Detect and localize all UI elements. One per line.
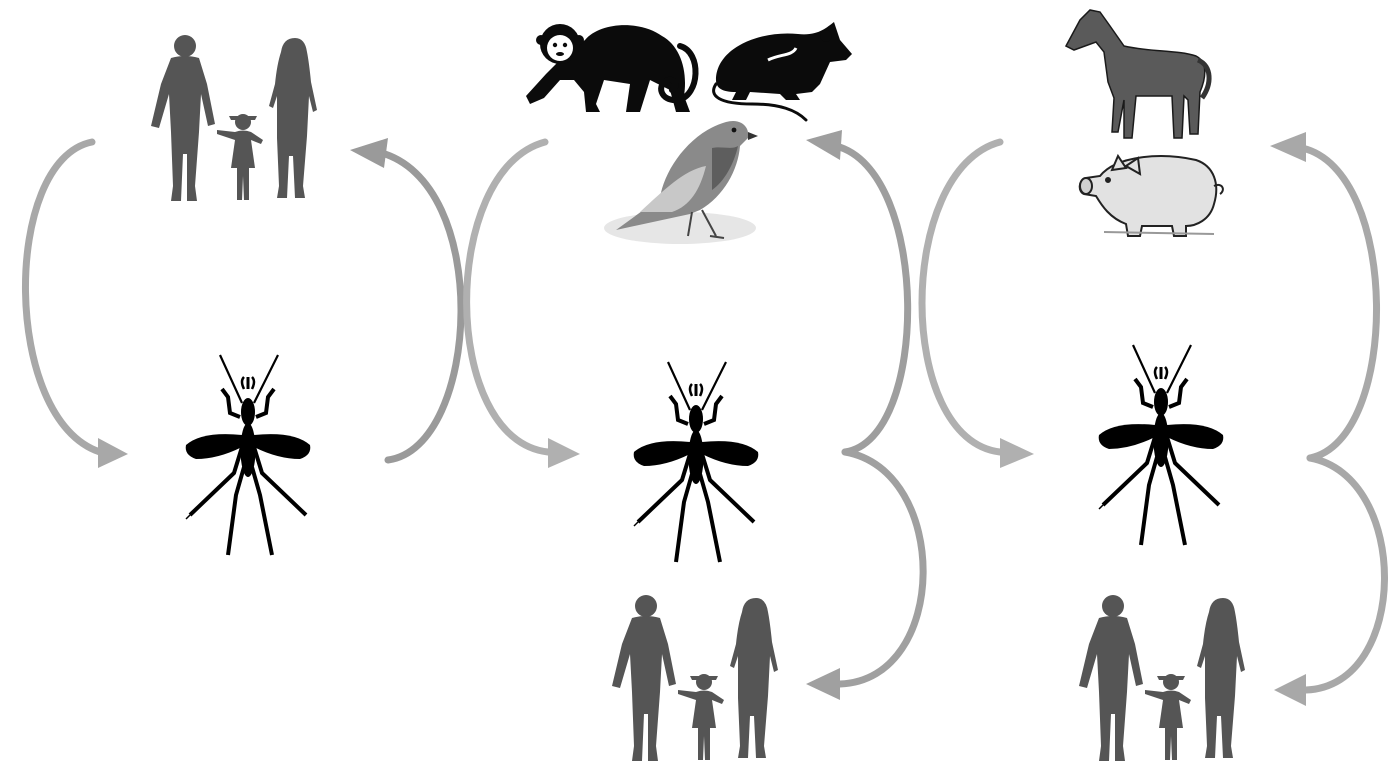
arrowhead-2 — [350, 138, 388, 168]
arrow-mosquito-to-human-3 — [1306, 458, 1385, 690]
arrowhead-5 — [806, 668, 840, 700]
pig-icon — [1080, 156, 1223, 236]
human-family-icon — [151, 35, 317, 201]
arrowhead-3 — [548, 438, 580, 468]
mosquito-icon — [186, 355, 311, 555]
arrow-mosquito-to-livestock — [1302, 148, 1377, 458]
bird-icon — [604, 121, 758, 244]
arrow-mosquito-to-animals — [836, 146, 908, 452]
arrowhead-4 — [806, 130, 842, 160]
arrow-livestock-to-mosquito — [922, 142, 1000, 452]
mosquito-icon — [634, 362, 759, 562]
arrow-human-to-mosquito-1 — [25, 142, 100, 452]
rat-icon — [714, 22, 852, 120]
arrowhead-8 — [1274, 674, 1306, 706]
arrow-mosquito-to-human-1 — [378, 152, 461, 460]
human-family-icon — [1079, 595, 1245, 761]
human-family-icon — [612, 595, 778, 761]
horse-icon — [1066, 10, 1209, 138]
arrowhead-7 — [1270, 132, 1306, 162]
arrow-animals-to-mosquito — [467, 142, 548, 452]
mosquito-icon — [1099, 345, 1224, 545]
arrowhead-1 — [98, 438, 128, 468]
arrowhead-6 — [1000, 438, 1034, 468]
arrow-mosquito-to-human-2 — [840, 452, 923, 684]
monkey-icon — [526, 24, 696, 112]
